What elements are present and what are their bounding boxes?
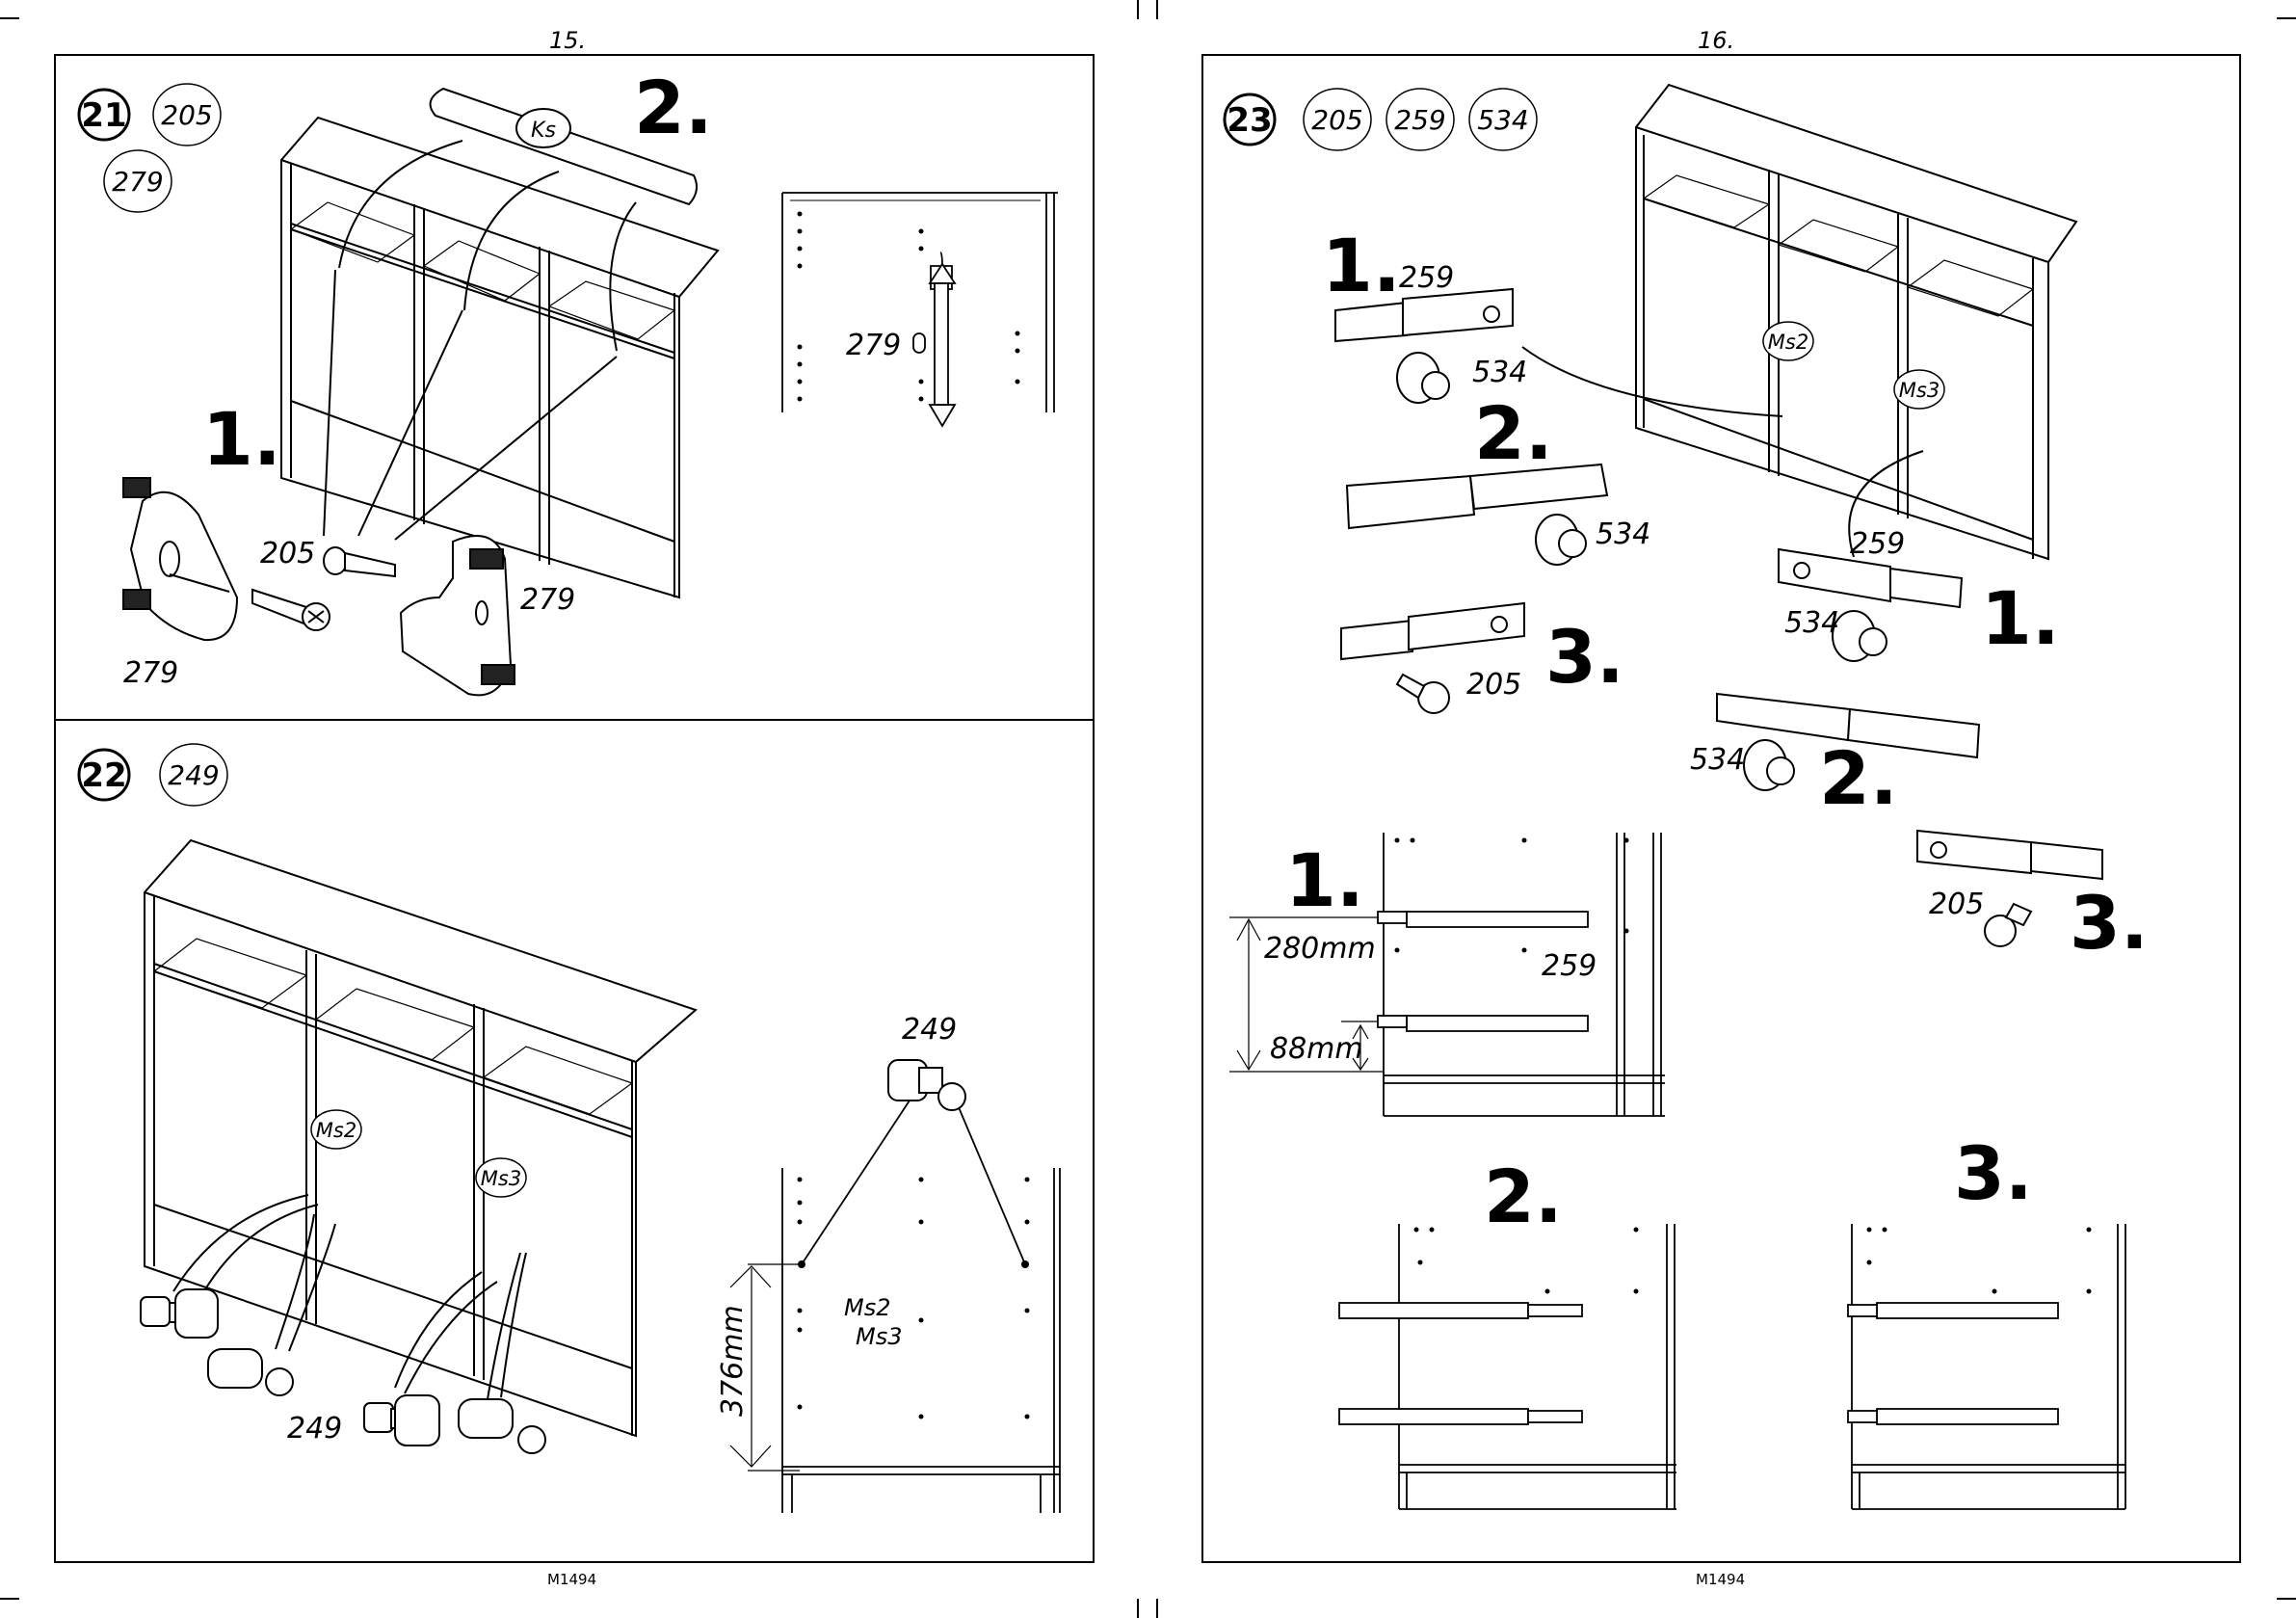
label-279-left: 279 [123,656,178,690]
svg-text:23: 23 [1227,101,1272,140]
ms3-tag: Ms3 [1894,370,1944,409]
connector-249 [364,1395,545,1453]
label-279-detail: 279 [846,329,901,362]
connector-249 [141,1289,293,1395]
hole-label-ms3: Ms3 [856,1323,902,1350]
seq-a1: 1. [1322,223,1401,308]
step-23-badge: 23 [1225,94,1275,145]
seq-b1: 1. [1981,575,2060,661]
ks-label: Ks [531,119,556,143]
label-249-bottom: 249 [287,1412,342,1446]
wardrobe-illustration-23 [1636,85,2076,559]
svg-text:Ms2: Ms2 [1768,331,1808,354]
svg-text:Ms3: Ms3 [481,1167,521,1190]
svg-text:249: 249 [168,759,219,791]
ms2-tag: Ms2 [311,1110,361,1149]
side-panel-detail-22 [730,1101,1060,1513]
dimension-376mm: 376mm [716,1305,750,1417]
dimension-88mm: 88mm [1270,1032,1363,1066]
svg-text:205: 205 [161,99,212,131]
screw-205-left [252,590,330,630]
runner-a2 [1347,464,1607,565]
seq-d3: 3. [1954,1130,2033,1216]
seq-b3: 3. [2070,880,2149,966]
seq-a2: 2. [1474,390,1553,476]
label-a205: 205 [1466,668,1521,702]
label-b205: 205 [1929,888,1984,921]
label-279-right: 279 [520,583,575,617]
svg-text:205: 205 [1311,104,1362,136]
svg-text:22: 22 [81,756,126,795]
wardrobe-illustration-22 [145,840,696,1436]
fitting-279-right [401,536,515,695]
label-a534: 534 [1472,356,1527,389]
part-circle-259: 259 [1386,89,1454,150]
runner-b1 [1779,549,1962,661]
svg-text:Ms2: Ms2 [316,1119,356,1142]
part-circle-205: 205 [1304,89,1371,150]
panel-detail-2 [1339,1224,1676,1509]
seq-d2: 2. [1484,1154,1563,1239]
ms3-tag: Ms3 [476,1158,526,1197]
step-21-number: 21 [81,96,126,135]
seq-d1: 1. [1285,837,1364,923]
svg-text:279: 279 [112,166,163,198]
part-circle-279: 279 [104,150,172,212]
svg-text:259: 259 [1394,104,1445,136]
label-a534b: 534 [1596,517,1650,551]
arcs-23 [1522,347,1923,557]
fitting-279-left [123,478,237,640]
label-d259: 259 [1542,949,1597,983]
sequence-1: 1. [202,396,281,482]
seq-b2: 2. [1819,735,1898,821]
right-page-drawings: 23 205 259 534 Ms2 Ms3 [1147,0,2296,1618]
hole-label-ms2: Ms2 [844,1294,890,1321]
placement-arcs [324,141,636,540]
step-22-badge: 22 [79,750,129,800]
label-205: 205 [260,537,315,570]
screw-205-center [324,547,395,576]
part-circle-205: 205 [153,84,221,146]
panel-detail-3 [1848,1224,2125,1509]
sequence-2: 2. [634,65,713,150]
seq-a3: 3. [1545,614,1624,700]
ms2-tag: Ms2 [1763,322,1813,360]
dimension-280mm: 280mm [1264,932,1376,966]
label-a259: 259 [1399,261,1454,295]
label-249-detail: 249 [902,1013,957,1047]
part-circle-249: 249 [160,744,227,806]
label-b534c: 534 [1690,743,1745,777]
step-21-badge: 21 [79,90,129,140]
hole-pattern [798,212,1030,1419]
svg-text:Ms3: Ms3 [1899,379,1940,402]
label-b259: 259 [1850,527,1905,561]
connector-249-detail [888,1060,965,1110]
svg-text:534: 534 [1477,104,1528,136]
left-page-drawings: 21 205 279 Ks 2. 1. [0,0,1147,1618]
part-circle-534: 534 [1469,89,1537,150]
screw-534 [1397,353,1449,403]
label-b534: 534 [1784,606,1839,640]
side-panel-detail-21 [782,193,1058,426]
